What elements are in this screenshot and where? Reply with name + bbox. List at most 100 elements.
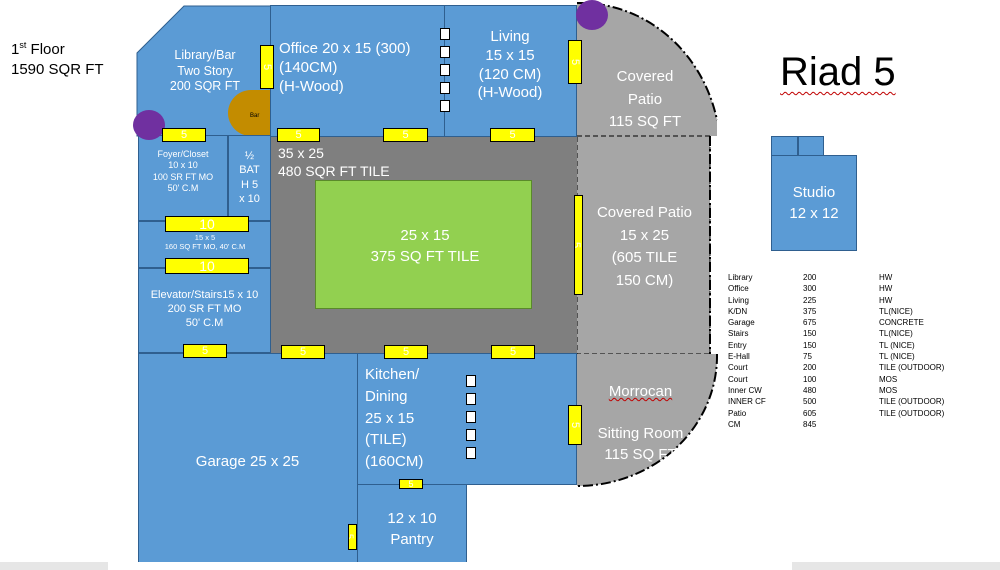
marker-top-right [576, 0, 608, 30]
legend-cell: INNER CF [728, 397, 766, 407]
legend-cell: E-Hall [728, 352, 750, 362]
legend-cell: Office [728, 284, 749, 294]
legend-names: Library Office Living K/DN Garage Stairs… [728, 272, 766, 430]
legend-cell: CONCRETE [879, 318, 924, 328]
legend-cell: Living [728, 295, 749, 305]
legend-cell: CM [728, 419, 741, 429]
inner-court [315, 180, 532, 309]
legend-cell: Garage [728, 318, 755, 328]
garage-room [138, 353, 358, 563]
legend-cell: 500 [803, 397, 817, 407]
door: 5 [568, 40, 582, 84]
legend-cell: Inner CW [728, 385, 762, 395]
foyer-room [138, 135, 228, 221]
legend-cell: 845 [803, 419, 817, 429]
window-post [466, 411, 476, 423]
courtyard-label: 35 x 25 480 SQR FT TILE [278, 145, 390, 179]
legend-cell: HW [879, 295, 893, 305]
legend-cell: Court [728, 363, 748, 373]
legend-cell: Patio [728, 408, 747, 418]
legend-materials: HW HW HW TL(NICE) CONCRETE TL(NICE) TL (… [879, 272, 944, 419]
scrollbar-thumb[interactable] [108, 562, 792, 570]
half-bath-room [228, 135, 271, 221]
legend-cell: TILE (OUTDOOR) [879, 363, 945, 373]
elevator-label: Elevator/Stairs15 x 10 200 SR FT MO 50' … [150, 289, 259, 329]
legend-cell: TILE (OUTDOOR) [879, 408, 945, 418]
inner-court-label: 25 x 15 375 SQ FT TILE [370, 227, 480, 265]
legend-cell: HW [879, 273, 893, 282]
legend-cell: TL(NICE) [879, 329, 913, 339]
door: 5 [568, 405, 582, 445]
door: 10 [165, 216, 249, 232]
bar-label: Bar [250, 113, 260, 119]
library-label: Library/Bar Two Story 200 SQR FT [169, 48, 241, 94]
morrocan-title: Morrocan [608, 383, 673, 400]
window-post [440, 100, 450, 112]
door: 5 [574, 195, 583, 295]
legend-cell: 225 [803, 295, 817, 305]
legend-cell: 675 [803, 318, 817, 328]
window-post [466, 429, 476, 441]
legend-cell: K/DN [728, 306, 748, 316]
legend-cell: 300 [803, 284, 817, 294]
marker-left [133, 110, 165, 140]
legend-cell: Entry [728, 340, 747, 350]
living-label: Living 15 x 15 (120 CM) (H-Wood) [477, 28, 543, 102]
morrocan-label: Morrocan Sitting Room 115 SQ FT [578, 360, 703, 486]
legend-cell: Stairs [728, 329, 749, 339]
living-room [444, 5, 577, 137]
pantry-label: 12 x 10 Pantry [387, 510, 437, 548]
window-post [440, 28, 450, 40]
window-post [466, 375, 476, 387]
legend-values: 200 300 225 375 675 150 150 75 200 100 4… [803, 272, 816, 430]
legend-cell: TL (NICE) [879, 340, 915, 350]
legend-cell: Library [728, 273, 753, 282]
covered-patio-top-label: Covered Patio 115 SQ FT [608, 68, 682, 130]
legend-cell: MOS [879, 385, 898, 395]
door: 5 [384, 345, 428, 359]
studio-room [771, 155, 857, 251]
legend-cell: 150 [803, 329, 817, 339]
window-post [466, 447, 476, 459]
garage-label: Garage 25 x 25 [195, 453, 300, 470]
office-room [270, 5, 445, 137]
legend-cell: 375 [803, 306, 817, 316]
legend-cell: TL (NICE) [879, 352, 915, 362]
door: 5 [183, 344, 227, 358]
legend-cell: 605 [803, 408, 817, 418]
door: 5 [277, 128, 320, 142]
studio-tab-right [798, 136, 824, 156]
legend-cell: TL(NICE) [879, 306, 913, 316]
covered-patio-right-label: Covered Patio 15 x 25 (605 TILE 150 CM) [596, 204, 693, 289]
morrocan-subtitle: Sitting Room 115 SQ FT [597, 425, 684, 463]
legend-cell: TILE (OUTDOOR) [879, 397, 945, 407]
floor-label: 1st Floor 1590 SQR FT [11, 40, 104, 78]
window-post [440, 82, 450, 94]
studio-tab-left [771, 136, 798, 156]
door: 5 [490, 128, 535, 142]
kitchen-label: Kitchen/ Dining 25 x 15 (TILE) (160CM) [365, 366, 424, 470]
window-post [466, 393, 476, 405]
patio-curves [576, 1, 719, 487]
window-post [440, 46, 450, 58]
legend-cell: 100 [803, 374, 817, 384]
half-bath-label: ½ BAT H 5 x 10 [239, 150, 260, 205]
page-title: Riad 5 [780, 50, 896, 94]
legend-cell: 75 [803, 352, 812, 362]
window-post [440, 64, 450, 76]
door: 5 [383, 128, 428, 142]
legend-cell: 200 [803, 363, 817, 373]
foyer-label: Foyer/Closet 10 x 10 100 SR FT MO 50' C.… [152, 149, 214, 193]
legend-cell: 480 [803, 385, 817, 395]
hall-label: 15 x 5 160 SQ FT MO, 40' C.M [164, 233, 246, 252]
legend-cell: 150 [803, 340, 817, 350]
door: 5 [260, 45, 274, 89]
door: 5 [348, 524, 357, 550]
legend-cell: MOS [879, 374, 898, 384]
office-label: Office 20 x 15 (300) (140CM) (H-Wood) [279, 40, 411, 95]
bar-counter [228, 90, 270, 136]
door: 5 [162, 128, 206, 142]
legend-cell: 200 [803, 273, 817, 282]
door: 5 [491, 345, 535, 359]
door: 5 [281, 345, 325, 359]
